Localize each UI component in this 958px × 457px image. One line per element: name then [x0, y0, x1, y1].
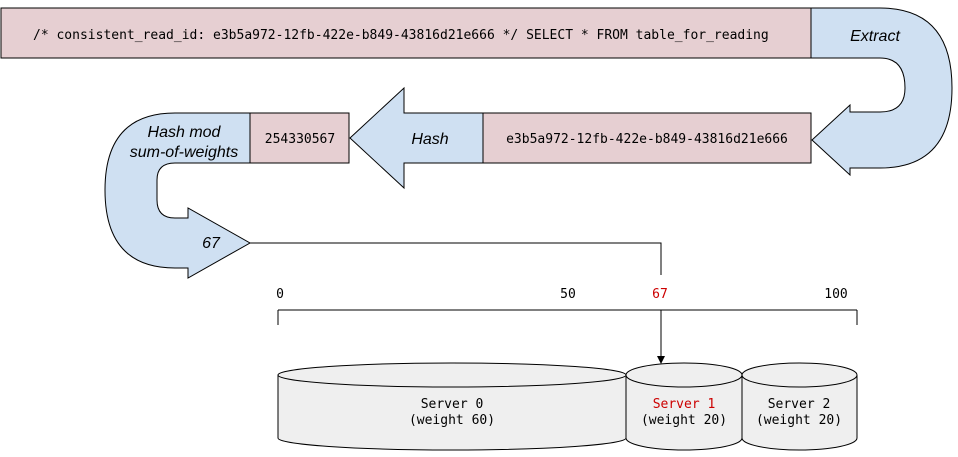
- server-1-cylinder: Server 1 (weight 20): [625, 362, 743, 451]
- id-box: [482, 112, 812, 164]
- server-2-cylinder: Server 2 (weight 20): [741, 362, 858, 451]
- server-2-name: Server 2: [768, 397, 831, 412]
- hashmod-arrow: [104, 112, 252, 279]
- hashmod-result: 67: [202, 235, 221, 252]
- query-box: [0, 7, 812, 59]
- hash-label: Hash: [411, 131, 448, 148]
- scale-tick-label-50: 50: [560, 287, 576, 302]
- connector-line: [250, 242, 662, 275]
- query-text: /* consistent_read_id: e3b5a972-12fb-422…: [33, 28, 769, 43]
- hashmod-line1: Hash mod: [148, 124, 222, 141]
- hash-box: [249, 112, 350, 164]
- hashmod-line2: sum-of-weights: [130, 144, 238, 161]
- id-text: e3b5a972-12fb-422e-b849-43816d21e666: [506, 132, 788, 147]
- scale-tick-label-67: 67: [652, 287, 668, 302]
- server-1-name: Server 1: [653, 397, 716, 412]
- extract-arrow: [809, 7, 953, 177]
- server-0-name: Server 0: [421, 397, 484, 412]
- hash-text: 254330567: [265, 132, 335, 147]
- scale: 0 50 67 100: [276, 287, 858, 364]
- hash-arrow: [349, 86, 484, 190]
- scale-tick-label-100: 100: [824, 287, 847, 302]
- server-1-weight: (weight 20): [641, 413, 727, 428]
- server-0-weight: (weight 60): [409, 413, 495, 428]
- scale-tick-label-0: 0: [276, 287, 284, 302]
- server-0-cylinder: Server 0 (weight 60): [277, 362, 627, 451]
- server-2-weight: (weight 20): [756, 413, 842, 428]
- extract-label: Extract: [850, 28, 900, 45]
